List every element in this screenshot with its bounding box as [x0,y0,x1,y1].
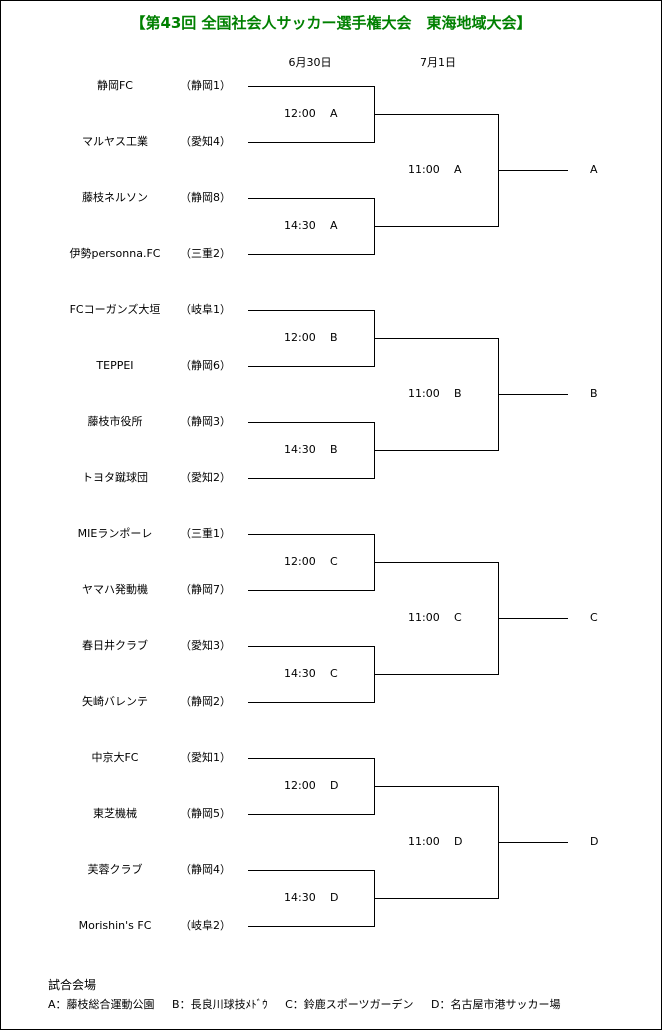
team-name: マルヤス工業 [82,135,148,148]
match-time: 14:30 [284,891,316,904]
bracket-line [248,702,374,703]
bracket-line [248,198,374,199]
match-time: 11:00 [408,611,440,624]
bracket-line [248,142,374,143]
bracket-line [248,590,374,591]
match-time: 11:00 [408,163,440,176]
match-venue: A [330,107,338,120]
bracket-line [374,674,498,675]
team-seed: （岐阜1） [180,303,231,316]
bracket-line [248,478,374,479]
team-seed: （静岡2） [180,695,231,708]
bracket-line [374,226,498,227]
team-name: 中京大FC [91,751,139,764]
team-seed: （愛知3） [180,639,231,652]
venue-b: B：長良川球技ﾒﾄﾞｳ [172,998,268,1011]
match-venue: D [454,835,463,848]
bracket-line [374,338,498,339]
bracket-line [374,786,498,787]
round1-date: 6月30日 [288,56,332,69]
match-venue: C [454,611,462,624]
match-venue: C [330,555,338,568]
bracket-line [374,114,498,115]
team-seed: （愛知2） [180,471,231,484]
bracket-line [498,618,568,619]
venue-heading: 試合会場 [48,978,97,992]
match-time: 11:00 [408,835,440,848]
bracket-line [248,310,374,311]
team-seed: （静岡7） [180,583,231,596]
bracket-line [248,926,374,927]
team-name: 藤枝市役所 [87,415,143,428]
team-seed: （静岡5） [180,807,231,820]
match-venue: A [454,163,462,176]
team-seed: （静岡3） [180,415,231,428]
block-result: B [590,387,598,400]
match-time: 14:30 [284,443,316,456]
block-result: D [590,835,599,848]
match-time: 12:00 [284,555,316,568]
team-name: ヤマハ発動機 [82,583,148,596]
match-venue: C [330,667,338,680]
team-name: 春日井クラブ [82,639,148,652]
match-venue: B [330,443,338,456]
bracket-line [374,450,498,451]
match-time: 11:00 [408,387,440,400]
match-time: 12:00 [284,331,316,344]
match-venue: B [454,387,462,400]
team-name: TEPPEI [96,359,134,372]
venue-a: A：藤枝総合運動公園 [48,998,155,1011]
team-seed: （静岡1） [180,79,231,92]
team-name: FCコーガンズ大垣 [69,303,161,316]
team-name: 東芝機械 [93,807,137,820]
venue-d: D：名古屋市港サッカー場 [431,998,561,1011]
team-seed: （静岡8） [180,191,231,204]
page-title: 【第43回 全国社会人サッカー選手権大会 東海地域大会】 [130,14,532,32]
team-name: MIEランポーレ [77,527,153,540]
team-seed: （三重1） [180,527,231,540]
bracket-line [248,814,374,815]
bracket-line [498,394,568,395]
team-name: 藤枝ネルソン [82,191,148,204]
bracket-line [248,534,374,535]
match-venue: D [330,779,339,792]
match-venue: B [330,331,338,344]
bracket-line [498,842,568,843]
team-name: トヨタ蹴球団 [82,471,148,484]
bracket-line [248,870,374,871]
bracket-line [248,366,374,367]
team-name: 静岡FC [96,79,133,92]
team-name: 伊勢personna.FC [69,247,161,260]
match-time: 12:00 [284,107,316,120]
team-seed: （静岡6） [180,359,231,372]
bracket-line [248,758,374,759]
team-seed: （静岡4） [180,863,231,876]
team-name: 矢崎バレンテ [82,695,148,708]
team-seed: （愛知4） [180,135,231,148]
venue-c: C：鈴鹿スポーツガーデン [285,998,414,1011]
bracket-line [248,86,374,87]
block-result: C [590,611,598,624]
team-name: 芙蓉クラブ [87,863,143,876]
team-seed: （愛知1） [180,751,231,764]
match-time: 14:30 [284,219,316,232]
venue-list: A：藤枝総合運動公園 B：長良川球技ﾒﾄﾞｳ C：鈴鹿スポーツガーデン D：名古… [48,996,575,1012]
match-time: 12:00 [284,779,316,792]
bracket-line [498,170,568,171]
bracket-line [374,898,498,899]
match-venue: A [330,219,338,232]
match-venue: D [330,891,339,904]
bracket-line [248,254,374,255]
bracket-line [248,422,374,423]
bracket-line [374,562,498,563]
round2-date: 7月1日 [420,56,456,69]
team-name: Morishin's FC [78,919,152,932]
bracket-line [248,646,374,647]
block-result: A [590,163,598,176]
match-time: 14:30 [284,667,316,680]
team-seed: （岐阜2） [180,919,231,932]
team-seed: （三重2） [180,247,231,260]
